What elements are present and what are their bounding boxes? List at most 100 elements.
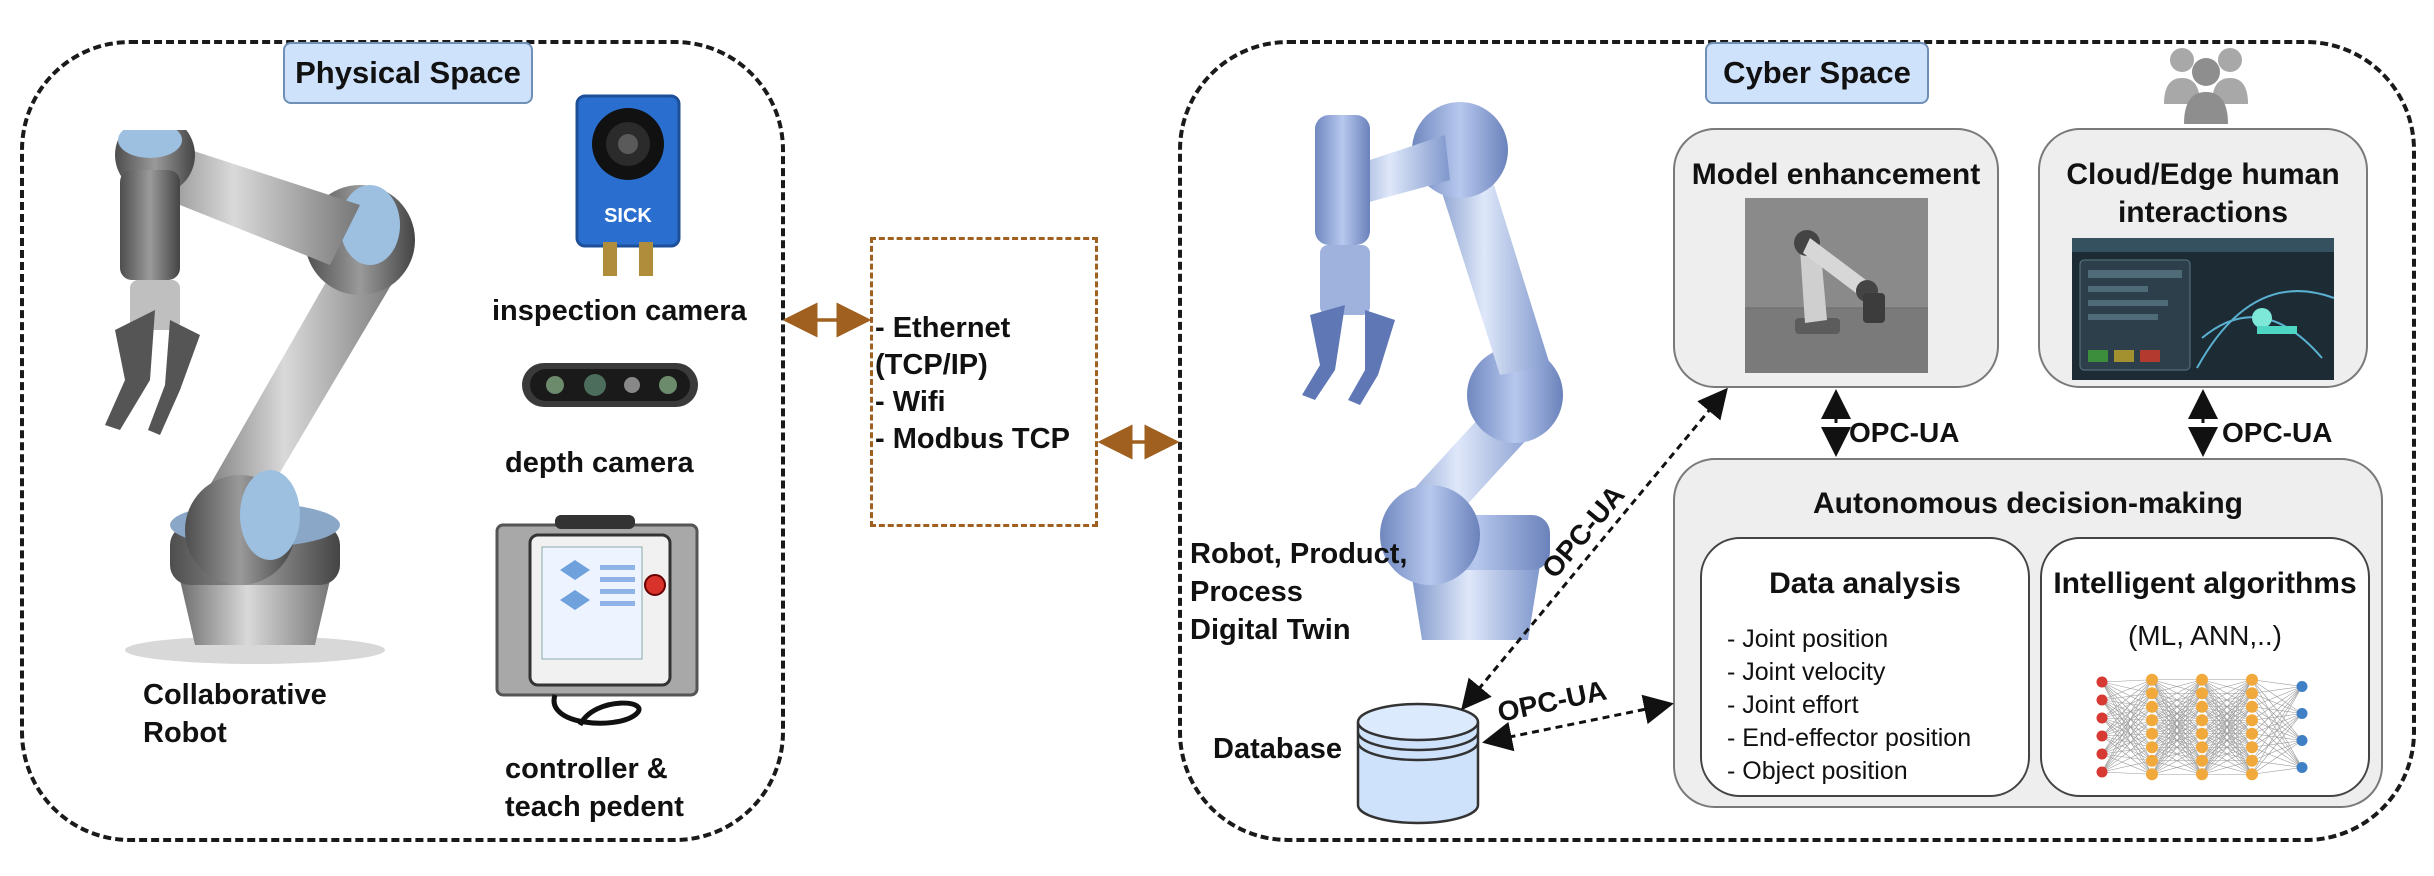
- nn-edge: [2151, 679, 2203, 694]
- nn-edge: [2101, 735, 2153, 775]
- nn-node: [2296, 708, 2308, 719]
- nn-edge: [2101, 699, 2153, 721]
- collaborative-robot-image: [105, 130, 415, 664]
- nn-edge: [2251, 686, 2303, 748]
- nn-edge: [2151, 679, 2203, 734]
- opcua-label-diagonal: OPC-UA: [1536, 479, 1631, 584]
- nn-edge: [2101, 699, 2153, 708]
- nn-node: [2196, 687, 2208, 700]
- neural-network-icon: [2096, 673, 2308, 781]
- nn-edge: [2151, 679, 2203, 721]
- nn-edge: [2101, 679, 2153, 773]
- nn-node: [2146, 727, 2158, 740]
- nn-edge: [2151, 733, 2203, 775]
- nn-edge: [2101, 679, 2153, 683]
- nn-node: [2296, 681, 2308, 692]
- nn-node: [2296, 762, 2308, 773]
- opcua-label-cloud: OPC-UA: [2222, 417, 2332, 448]
- list-item: - End-effector position: [1727, 724, 1972, 752]
- nn-node: [2246, 687, 2258, 700]
- nn-edge: [2101, 679, 2153, 737]
- nn-node: [2096, 676, 2108, 688]
- nn-edge: [2101, 760, 2153, 773]
- nn-edge: [2101, 717, 2153, 721]
- nn-edge: [2101, 733, 2153, 773]
- nn-node: [2196, 714, 2208, 727]
- model-enhancement-screenshot: [1745, 198, 1928, 373]
- nn-edge: [2101, 733, 2153, 737]
- robot-label: Collaborative Robot: [143, 676, 327, 752]
- nn-edge: [2251, 713, 2303, 775]
- nn-edge: [2251, 686, 2303, 708]
- robot-label-line-1: Collaborative: [143, 679, 327, 711]
- data-analysis-list: - Joint position - Joint velocity - Join…: [1727, 623, 1971, 788]
- data-analysis-panel: [1700, 537, 2030, 797]
- nn-edge: [2101, 719, 2153, 737]
- nn-node: [2096, 694, 2108, 706]
- list-item: - Joint position: [1727, 625, 1889, 653]
- nn-edge: [2151, 706, 2203, 775]
- nn-node: [2246, 673, 2258, 686]
- nn-edge: [2151, 760, 2203, 775]
- nn-node: [2146, 754, 2158, 767]
- nn-edge: [2101, 681, 2153, 694]
- cloud-edge-title-line-2: interactions: [2117, 196, 2289, 229]
- nn-edge: [2101, 735, 2153, 748]
- database-icon: [1356, 702, 1480, 825]
- model-enhancement-title: Model enhancement: [1691, 158, 1981, 191]
- nn-edge: [2101, 753, 2153, 775]
- protocol-tcpip: (TCP/IP): [875, 349, 988, 381]
- digital-twin-label: Robot, Product, Process Digital Twin: [1190, 535, 1407, 649]
- nn-edge: [2251, 686, 2303, 734]
- decision-making-title: Autonomous decision-making: [1812, 487, 2244, 520]
- nn-edge: [2151, 720, 2203, 775]
- nn-edge: [2101, 706, 2153, 719]
- nn-node: [2196, 700, 2208, 713]
- nn-edge: [2101, 679, 2153, 755]
- list-item: - Joint velocity: [1727, 658, 1886, 686]
- protocol-ethernet: - Ethernet: [875, 312, 1011, 344]
- nn-edge: [2101, 693, 2153, 755]
- nn-node: [2196, 741, 2208, 754]
- nn-edge: [2101, 733, 2153, 755]
- nn-edge: [2101, 735, 2153, 762]
- nn-edge: [2251, 686, 2303, 775]
- cloud-edge-title-line-1: Cloud/Edge human: [2066, 158, 2340, 191]
- nn-node: [2246, 741, 2258, 754]
- opcua-database-decision-arrow: [1482, 694, 1674, 752]
- nn-node: [2096, 748, 2108, 760]
- nn-edge: [2201, 706, 2253, 775]
- communication-box: [870, 237, 1098, 527]
- nn-node: [2096, 730, 2108, 742]
- nn-edge: [2101, 681, 2153, 721]
- digital-twin-label-line-1: Robot, Product,: [1190, 538, 1408, 570]
- nn-node: [2146, 741, 2158, 754]
- inspection-camera-label: inspection camera: [492, 295, 747, 327]
- nn-edge: [2201, 679, 2253, 761]
- nn-edge: [2151, 746, 2203, 775]
- nn-edge: [2201, 679, 2253, 708]
- nn-edge: [2101, 693, 2153, 737]
- controller-image: [495, 515, 699, 727]
- depth-camera-label: depth camera: [505, 447, 694, 479]
- nn-node: [2196, 727, 2208, 740]
- nn-node: [2196, 673, 2208, 686]
- digital-twin-label-line-2: Process: [1190, 576, 1303, 608]
- nn-node: [2096, 712, 2108, 724]
- nn-edge: [2201, 693, 2253, 775]
- protocol-wifi: - Wifi: [875, 386, 946, 418]
- nn-node: [2146, 768, 2158, 781]
- sick-logo: SICK: [604, 205, 652, 227]
- nn-node: [2146, 714, 2158, 727]
- nn-edge: [2201, 679, 2253, 775]
- nn-node: [2246, 700, 2258, 713]
- controller-label-line-2: teach pedent: [505, 791, 684, 823]
- nn-node: [2246, 714, 2258, 727]
- intelligent-algorithms-panel: [2040, 537, 2370, 797]
- nn-edge: [2101, 746, 2153, 773]
- nn-node: [2196, 768, 2208, 781]
- nn-edge: [2251, 767, 2303, 775]
- nn-edge: [2101, 679, 2153, 719]
- nn-edge: [2251, 713, 2303, 761]
